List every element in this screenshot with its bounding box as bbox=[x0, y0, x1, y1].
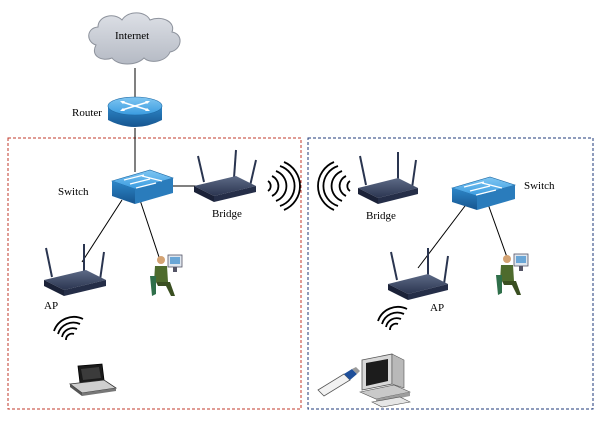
bridge-right-label: Bridge bbox=[366, 210, 396, 222]
access-point-icon bbox=[194, 149, 257, 202]
wireless-signal-icon bbox=[377, 306, 408, 331]
cloud-icon bbox=[88, 12, 181, 65]
wireless-signal-icon bbox=[267, 161, 301, 211]
usb-wireless-adapter-icon bbox=[317, 367, 360, 397]
access-point-icon bbox=[358, 152, 418, 204]
internet-label: Internet bbox=[115, 30, 150, 42]
router-label: Router bbox=[72, 107, 102, 119]
bridge-left-label: Bridge bbox=[212, 208, 242, 220]
ap-left-label: AP bbox=[44, 300, 59, 312]
switch-left-label: Switch bbox=[58, 186, 89, 198]
wireless-signal-icon bbox=[317, 161, 351, 211]
user-workstation-icon bbox=[496, 253, 529, 295]
access-point-icon bbox=[388, 248, 449, 300]
ap-right-label: AP bbox=[430, 302, 445, 314]
switch-icon bbox=[111, 169, 174, 204]
wireless-signal-icon bbox=[53, 316, 84, 341]
switch-right-label: Switch bbox=[524, 180, 555, 192]
right-segment-boundary bbox=[307, 137, 594, 410]
switch-icon bbox=[450, 176, 517, 210]
user-workstation-icon bbox=[150, 254, 183, 296]
left-segment-boundary bbox=[7, 137, 302, 410]
network-links bbox=[81, 68, 509, 269]
access-point-icon bbox=[44, 244, 106, 296]
router-icon bbox=[107, 96, 163, 127]
desktop-pc-icon bbox=[359, 353, 411, 408]
laptop-icon bbox=[68, 363, 118, 396]
